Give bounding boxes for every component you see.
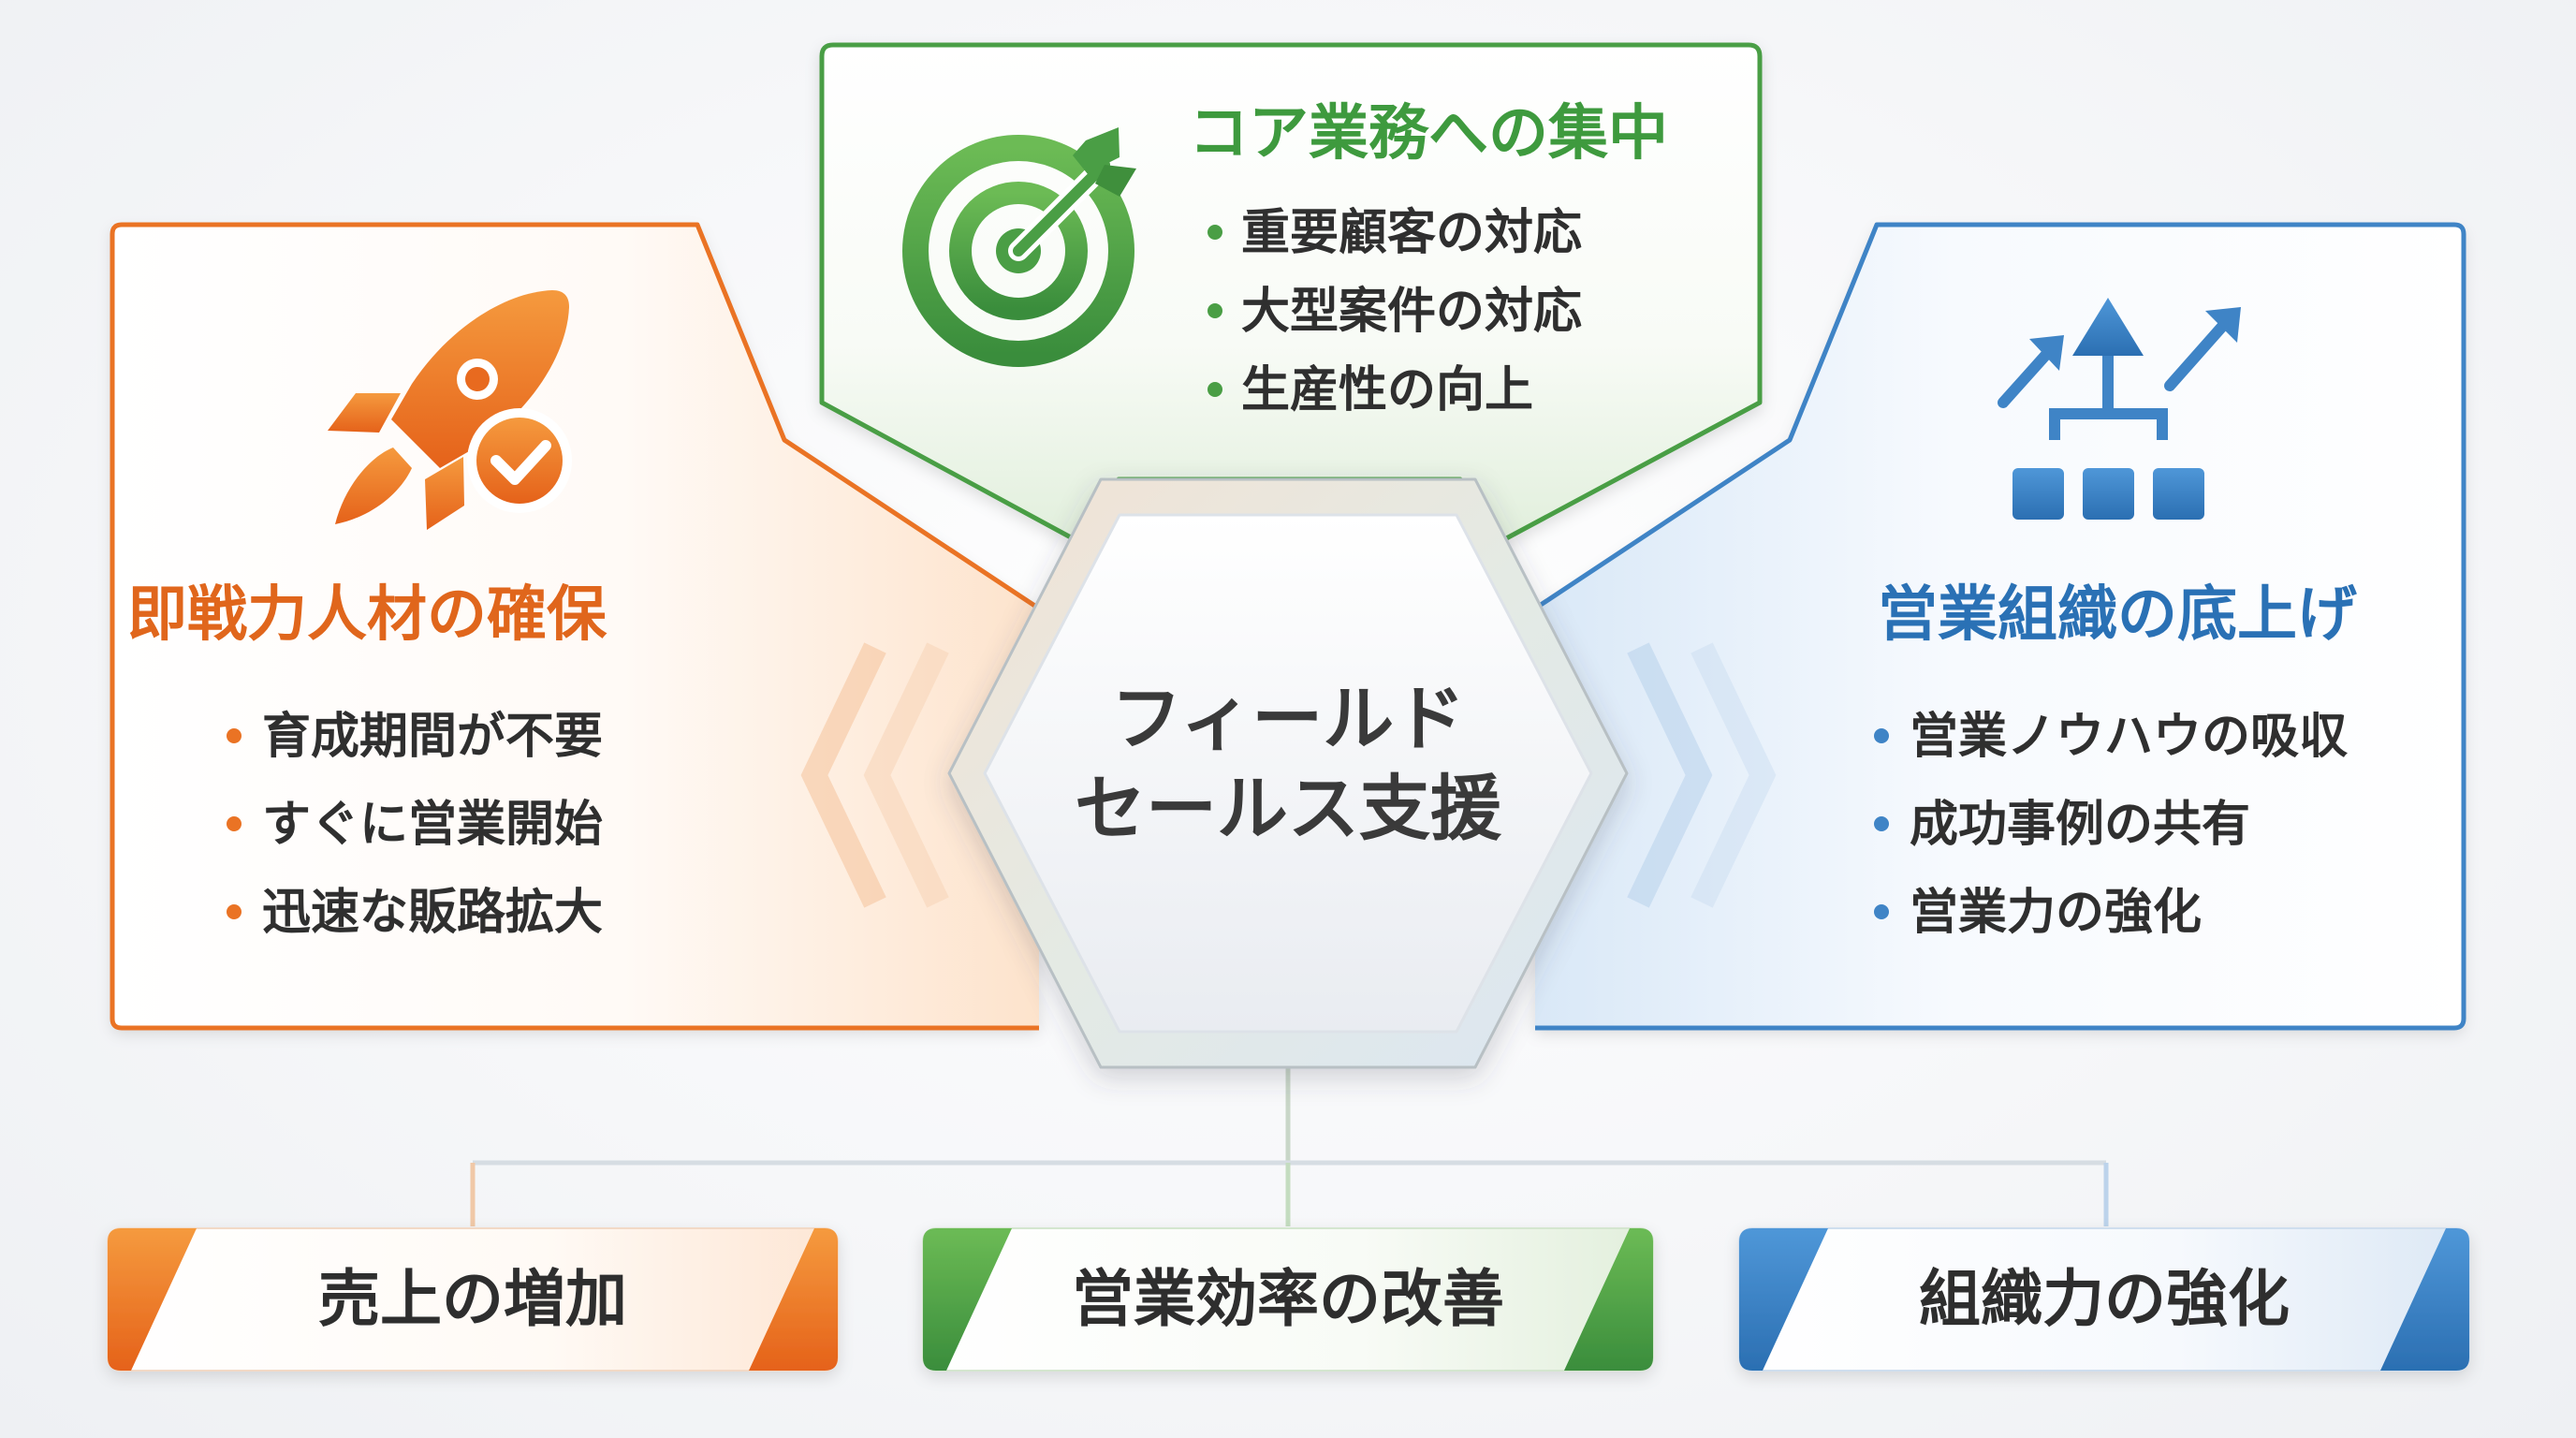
right-panel-title: 営業組織の底上げ xyxy=(1878,580,2357,650)
org-growth-icon xyxy=(1998,298,2241,520)
right-bullets: 営業ノウハウの吸収 成功事例の共有 営業力の強化 xyxy=(1874,709,2348,941)
center-title-line2: セールス支援 xyxy=(1075,767,1502,850)
center-hexagon: フィールド セールス支援 xyxy=(947,477,1629,1069)
left-bullet-2: すぐに営業開始 xyxy=(262,797,603,853)
outcome-label-1: 売上の増加 xyxy=(318,1263,627,1335)
outcome-label-3: 組織力の強化 xyxy=(1919,1263,2290,1335)
outcome-bar-efficiency: 営業効率の改善 xyxy=(922,1227,1654,1372)
left-bullet-3: 迅速な販路拡大 xyxy=(262,885,603,941)
right-panel: 営業組織の底上げ 営業ノウハウの吸収 成功事例の共有 営業力の強化 xyxy=(1533,222,2466,1031)
target-arrow-icon xyxy=(902,127,1136,367)
top-bullets: 重要顧客の対応 大型案件の対応 生産性の向上 xyxy=(1208,205,1582,418)
left-bullet-1: 育成期間が不要 xyxy=(262,709,603,765)
left-panel-title: 即戦力人材の確保 xyxy=(127,580,607,650)
center-title-line1: フィールド xyxy=(1111,677,1465,760)
top-bullet-1: 重要顧客の対応 xyxy=(1241,205,1582,261)
top-panel: コア業務への集中 重要顧客の対応 大型案件の対応 生産性の向上 xyxy=(819,42,1763,546)
outcome-bar-sales: 売上の増加 xyxy=(107,1227,839,1372)
left-chevrons xyxy=(800,642,949,908)
left-bullets: 育成期間が不要 すぐに営業開始 迅速な販路拡大 xyxy=(227,709,603,941)
outcome-label-2: 営業効率の改善 xyxy=(1072,1263,1504,1335)
right-chevrons xyxy=(1627,642,1777,908)
top-bullet-2: 大型案件の対応 xyxy=(1241,284,1582,340)
connector-lines xyxy=(470,1067,2109,1226)
right-bullet-1: 営業ノウハウの吸収 xyxy=(1910,709,2348,765)
top-bullet-3: 生産性の向上 xyxy=(1241,362,1533,418)
outcome-bar-organization: 組織力の強化 xyxy=(1738,1227,2470,1372)
rocket-check-icon xyxy=(328,290,572,530)
right-bullet-2: 成功事例の共有 xyxy=(1910,797,2250,853)
right-bullet-3: 営業力の強化 xyxy=(1910,885,2202,941)
top-panel-title: コア業務への集中 xyxy=(1189,99,1668,169)
left-panel: 即戦力人材の確保 育成期間が不要 すぐに営業開始 迅速な販路拡大 xyxy=(110,222,1041,1031)
